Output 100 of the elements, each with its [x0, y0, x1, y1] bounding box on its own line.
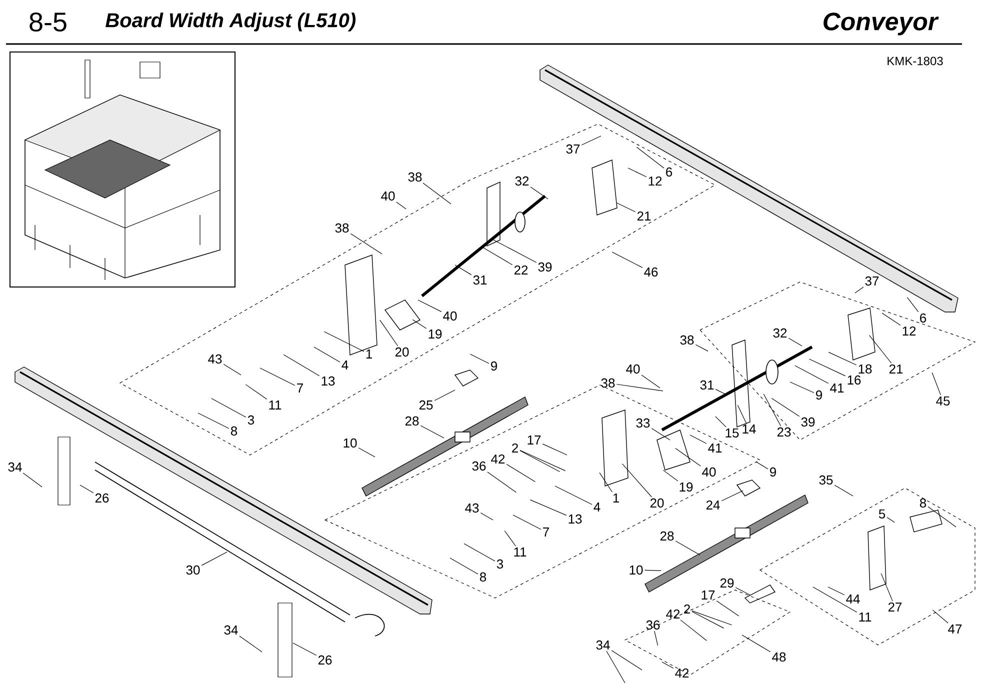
callout-number: 28 [660, 531, 674, 541]
callout-number: 7 [543, 528, 549, 536]
callout-number: 11 [269, 400, 282, 410]
callout-number: 5 [878, 509, 886, 519]
callout-number: 43 [208, 354, 222, 364]
callout-number: 11 [859, 612, 872, 622]
callout-number: 36 [646, 620, 660, 630]
leader-line [606, 650, 626, 684]
leader-line [396, 202, 406, 210]
leader-line [512, 514, 542, 530]
leader-line [692, 610, 732, 626]
callout-number: 31 [473, 275, 487, 285]
leader-line [22, 472, 42, 488]
title: Board Width Adjust (L510) [106, 12, 356, 32]
callout-number: 10 [344, 438, 357, 448]
callout-number: 12 [902, 326, 916, 336]
leader-line [812, 586, 858, 613]
leader-line [542, 444, 568, 456]
callout-number: 27 [888, 602, 902, 612]
callout-number: 38 [335, 223, 349, 233]
callout-number: 26 [318, 655, 332, 665]
callout-number: 38 [680, 335, 694, 345]
callout-number: 6 [666, 167, 672, 177]
callout-number: 16 [848, 375, 861, 385]
callout-number: 39 [538, 262, 552, 272]
leader-line [616, 202, 636, 212]
callout-number: 11 [514, 548, 526, 556]
leader-line [80, 484, 94, 494]
leader-line [198, 412, 230, 429]
callout-number: 25 [419, 400, 433, 410]
callout-number: 37 [566, 144, 580, 154]
leader-line [932, 372, 942, 396]
leader-line [790, 382, 814, 394]
callout-number: 35 [819, 475, 833, 485]
callout-number: 9 [816, 390, 822, 400]
callout-number: 24 [706, 500, 720, 510]
callout-number: 48 [772, 652, 786, 662]
leader-line [716, 600, 740, 616]
leader-line [358, 448, 376, 458]
section-number: 8-5 [30, 12, 66, 32]
leader-line [906, 297, 919, 312]
callout-number: 46 [644, 267, 658, 277]
callout-number: 22 [514, 265, 528, 275]
leader-line [628, 168, 647, 178]
leader-line [283, 354, 320, 376]
callout-number: 15 [726, 428, 739, 438]
callout-number: 42 [666, 609, 680, 619]
callout-number: 7 [297, 384, 303, 392]
callout-number: 19 [680, 482, 693, 492]
callout-number: 30 [186, 565, 200, 575]
leader-line [690, 434, 707, 444]
leader-line [869, 335, 892, 364]
leader-line [530, 186, 548, 200]
leader-line [756, 462, 768, 470]
leader-line [763, 394, 782, 426]
leader-line [828, 586, 845, 596]
callout-number: 3 [496, 559, 504, 569]
leader-line [434, 390, 456, 401]
leader-line [520, 450, 566, 472]
callout-number: 20 [395, 347, 409, 357]
leader-line [771, 398, 800, 417]
callout-number: 38 [601, 378, 615, 388]
callout-number: 10 [630, 565, 643, 575]
leader-line [201, 552, 228, 566]
callout-number: 32 [515, 176, 529, 186]
leader-line [715, 389, 728, 396]
leader-line [932, 610, 948, 624]
leader-line [520, 450, 560, 472]
callout-number: 36 [472, 461, 486, 471]
callout-number: 40 [702, 467, 716, 477]
callout-number: 21 [637, 211, 651, 221]
callout-number: 39 [801, 417, 815, 427]
leader-line [611, 650, 642, 670]
callout-number: 4 [342, 360, 348, 370]
leader-line [644, 570, 662, 571]
leader-line [788, 338, 802, 346]
leader-line [834, 484, 854, 496]
callout-number: 28 [405, 416, 419, 426]
callout-number: 21 [889, 364, 903, 374]
leader-line [675, 540, 700, 556]
leader-line [622, 464, 652, 498]
leader-line [480, 512, 494, 520]
leader-line [612, 252, 643, 268]
callout-number: 14 [742, 424, 756, 434]
leader-line [530, 500, 567, 516]
leader-line [721, 490, 744, 502]
leader-line [470, 354, 490, 364]
callout-number: 9 [491, 361, 497, 371]
leader-line [737, 404, 747, 424]
callout-number: 1 [613, 494, 619, 502]
callout-number: 47 [948, 624, 962, 634]
leader-line [292, 642, 317, 656]
callout-number: 40 [381, 191, 395, 201]
callout-number: 19 [428, 329, 442, 339]
callout-number: 29 [720, 578, 734, 588]
leader-line [599, 472, 612, 492]
leader-line [412, 319, 427, 329]
leader-line [581, 136, 602, 146]
section-heading: Conveyor [824, 12, 939, 36]
leader-line [418, 300, 442, 312]
